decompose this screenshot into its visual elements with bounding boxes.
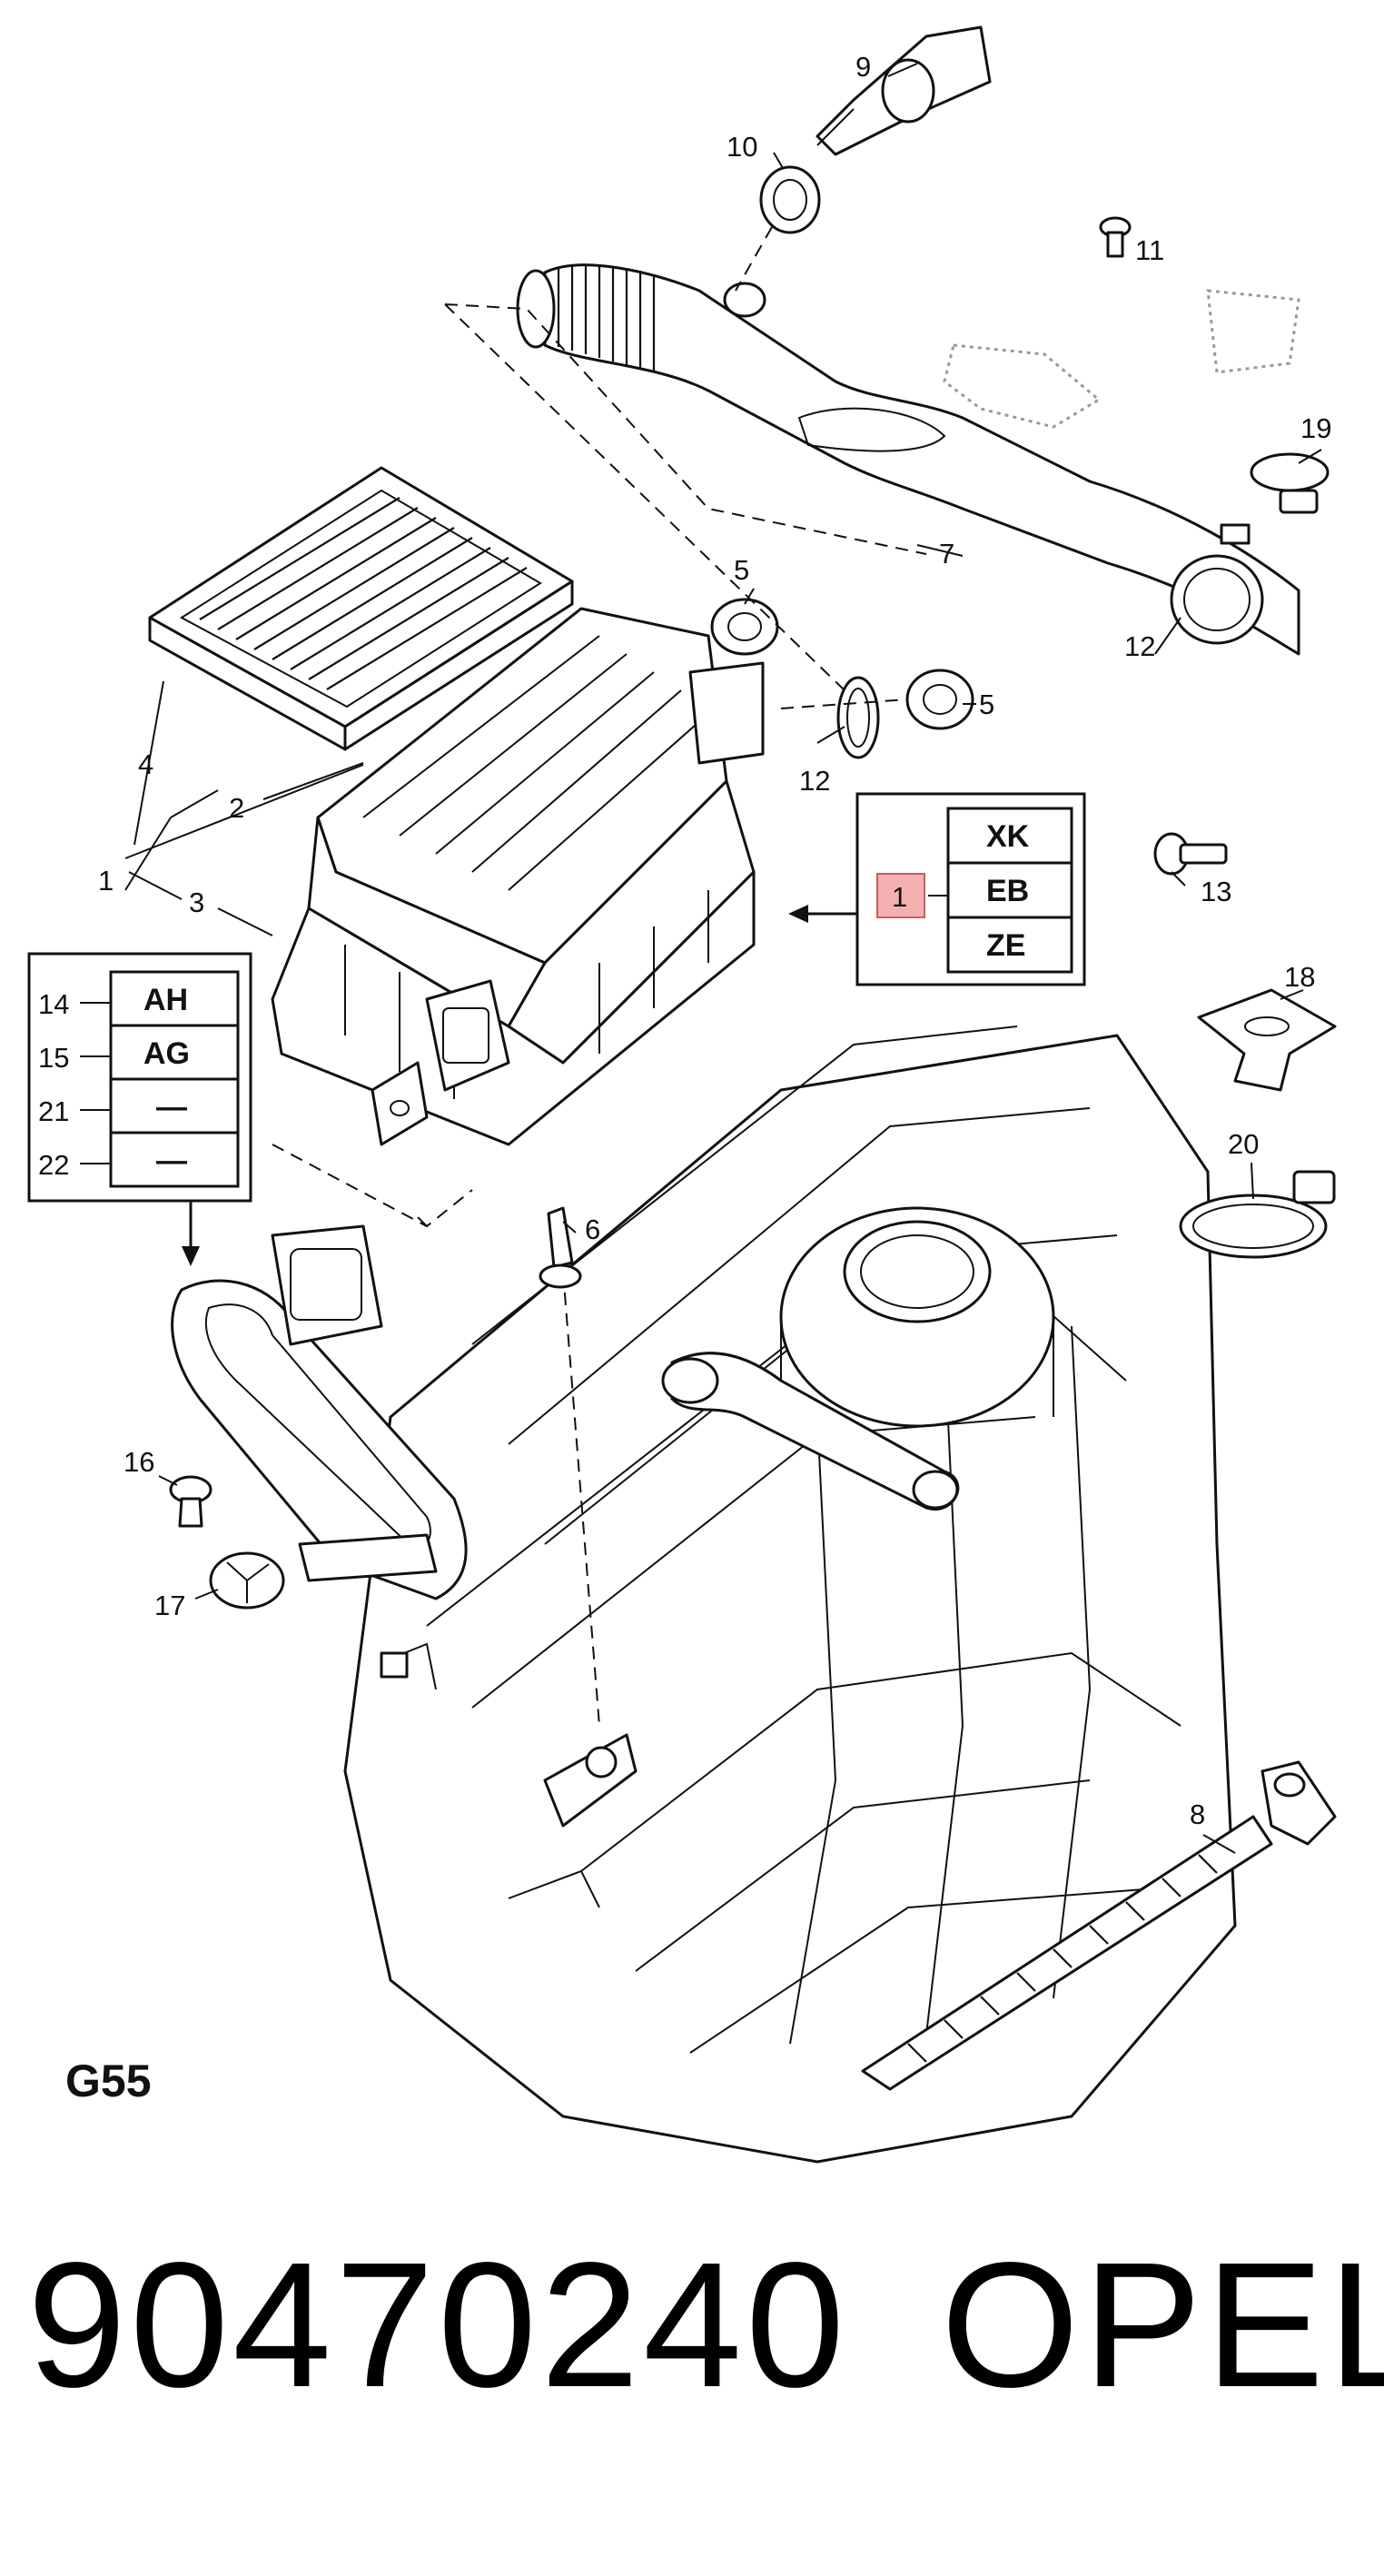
plug-part-6 bbox=[539, 1206, 582, 1289]
intake-duct bbox=[171, 1224, 468, 1679]
callout-11: 11 bbox=[1135, 234, 1164, 266]
clip-part-16 bbox=[169, 1475, 213, 1528]
grommet-5-right bbox=[905, 669, 974, 730]
hose-clamp-12-left bbox=[836, 676, 880, 759]
hose-clamp-19 bbox=[1250, 452, 1330, 514]
callout-7: 7 bbox=[939, 538, 954, 570]
callout-13: 13 bbox=[1201, 876, 1231, 907]
sensor-part-9 bbox=[816, 25, 992, 156]
engine-bay-drawing bbox=[343, 1025, 1237, 2164]
callout-6: 6 bbox=[585, 1214, 600, 1245]
callout-2: 2 bbox=[229, 792, 244, 824]
callout-numbers: 9 10 11 19 7 12 5 5 12 4 2 1 3 13 18 20 … bbox=[98, 51, 1331, 1830]
callout-19: 19 bbox=[1300, 412, 1331, 444]
hose-clamp-12-right bbox=[1170, 523, 1264, 645]
callout-18: 18 bbox=[1284, 961, 1315, 993]
callout-20: 20 bbox=[1228, 1128, 1259, 1160]
variant-code-1: XK bbox=[986, 819, 1030, 854]
ring-part-10 bbox=[759, 165, 821, 234]
callout-10: 10 bbox=[727, 131, 757, 163]
option-code-dash-2: — bbox=[156, 1144, 187, 1178]
screw-part-13 bbox=[1153, 832, 1228, 876]
option-row-num-14: 14 bbox=[38, 988, 69, 1020]
brand-name: OPEL bbox=[941, 2225, 1384, 2424]
variant-box-marker-highlight bbox=[876, 873, 925, 918]
screw-part-11 bbox=[1099, 216, 1132, 258]
callout-1: 1 bbox=[98, 865, 114, 897]
diagram-code-label: G55 bbox=[65, 2056, 152, 2106]
callout-3: 3 bbox=[189, 887, 204, 918]
callout-12-right: 12 bbox=[1124, 630, 1155, 662]
option-code-dash-1: — bbox=[156, 1090, 187, 1125]
air-guide-hose bbox=[516, 263, 1300, 656]
option-row-num-21: 21 bbox=[38, 1095, 69, 1127]
bracket-part-18 bbox=[1197, 988, 1337, 1092]
callout-12-left: 12 bbox=[799, 765, 830, 797]
callout-5-top: 5 bbox=[734, 554, 749, 586]
leader-lines bbox=[124, 63, 1322, 1854]
variant-code-3: ZE bbox=[986, 928, 1025, 963]
grommet-5-top bbox=[710, 598, 779, 656]
part-number: 90470240 bbox=[27, 2225, 849, 2424]
callout-17: 17 bbox=[154, 1590, 185, 1621]
variant-box-marker: 1 bbox=[892, 881, 907, 913]
callout-5-right: 5 bbox=[979, 689, 994, 720]
hose-clamp-20 bbox=[1179, 1170, 1336, 1259]
air-cleaner-housing bbox=[271, 607, 765, 1146]
cable-tie-part-8 bbox=[861, 1760, 1337, 2091]
callout-8: 8 bbox=[1190, 1798, 1205, 1830]
air-filter-element bbox=[148, 466, 574, 751]
star-nut-part-17 bbox=[209, 1551, 285, 1610]
callout-9: 9 bbox=[855, 51, 871, 83]
option-code-box: 14 15 21 22 AH AG — — bbox=[27, 952, 252, 1266]
callout-16: 16 bbox=[124, 1446, 154, 1478]
option-code-ag: AG bbox=[143, 1036, 190, 1071]
option-row-num-15: 15 bbox=[38, 1042, 69, 1074]
callout-4: 4 bbox=[138, 748, 153, 780]
ghost-bracket bbox=[943, 289, 1300, 429]
variant-code-box: 1 XK EB ZE bbox=[788, 792, 1086, 986]
option-code-ah: AH bbox=[143, 983, 188, 1017]
variant-code-2: EB bbox=[986, 874, 1029, 908]
option-row-num-22: 22 bbox=[38, 1149, 69, 1181]
